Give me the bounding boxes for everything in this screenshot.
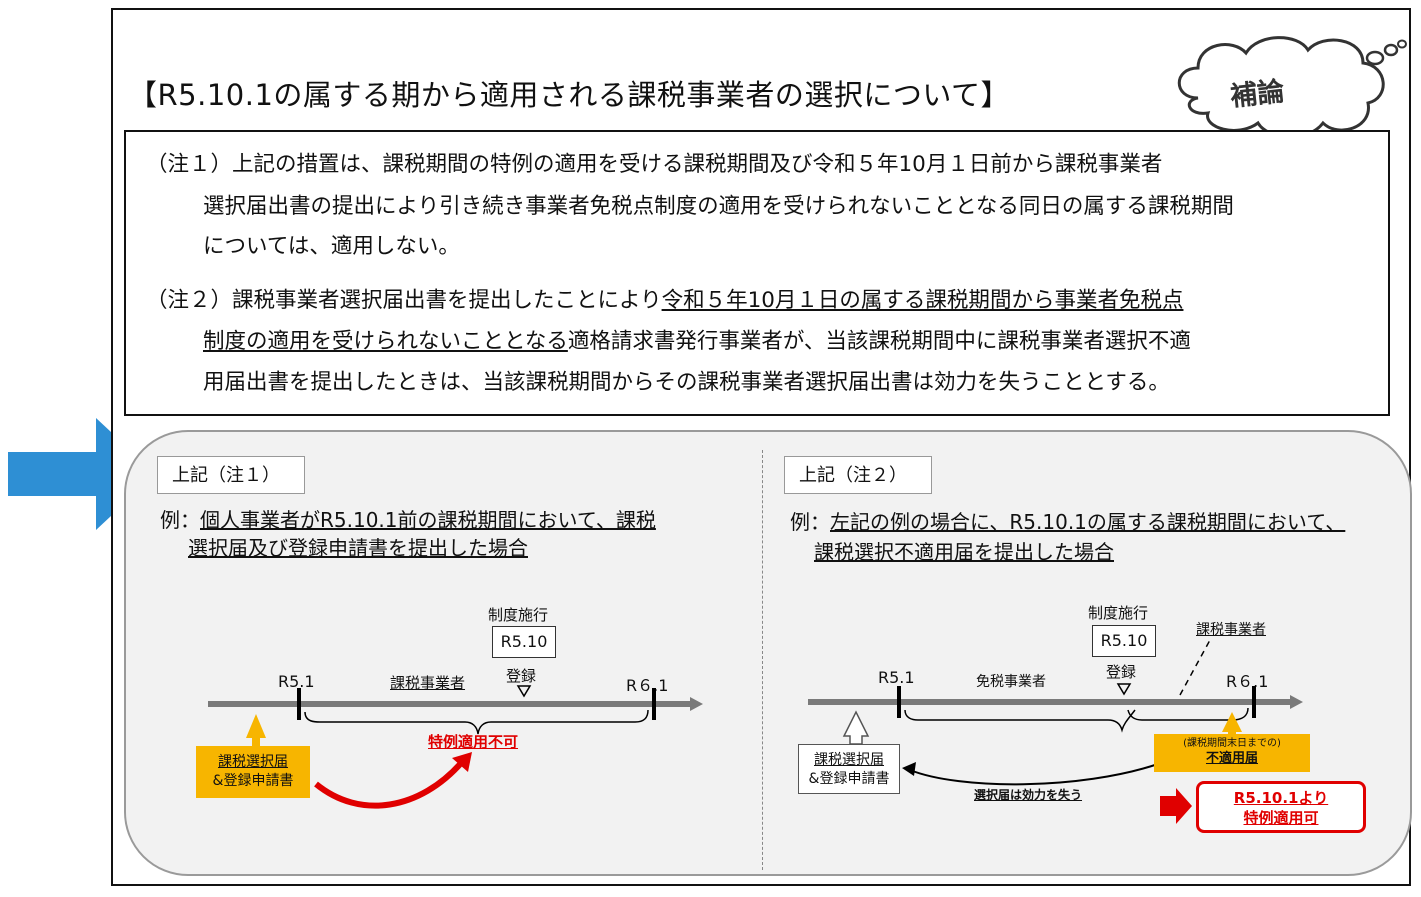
right-notice-box: 課税選択届&登録申請書	[798, 744, 900, 794]
note1-line3: については、適用しない。	[203, 234, 460, 259]
left-register: 登録	[506, 667, 537, 685]
left-system-start: 制度施行	[488, 606, 549, 624]
notes-box	[124, 130, 1390, 416]
right-result-box: R5.10.1より 特例適用可	[1196, 781, 1366, 833]
panel-divider	[762, 450, 763, 870]
right-example-line2: 課税選択不適用届を提出した場合	[814, 540, 1114, 564]
right-example-line1: 例：左記の例の場合に、R5.10.1の属する課税期間において、	[790, 510, 1346, 534]
right-system-start: 制度施行	[1088, 604, 1149, 622]
left-notice-box: 課税選択届&登録申請書	[196, 746, 310, 798]
right-register: 登録	[1106, 663, 1137, 681]
left-tag: 上記（注１）	[157, 456, 305, 494]
note1-line2: 選択届出書の提出により引き続き事業者免税点制度の適用を受けられないこととなる同日…	[203, 194, 1234, 219]
left-example-line2: 選択届及び登録申請書を提出した場合	[188, 536, 528, 560]
right-status-exempt: 免税事業者	[976, 674, 1046, 690]
note1-line1: （注１）上記の措置は、課税期間の特例の適用を受ける課税期間及び令和５年10月１日…	[146, 152, 1163, 177]
right-r51: R5.1	[878, 668, 915, 687]
left-example-line1: 例：個人事業者がR5.10.1前の課税期間において、課税	[160, 508, 656, 532]
note2-line1: （注２）課税事業者選択届出書を提出したことにより令和５年10月１日の属する課税期…	[146, 288, 1184, 313]
left-r61: R６.1	[626, 676, 669, 695]
thought-cloud-icon	[1177, 36, 1407, 139]
note2-line2: 制度の適用を受けられないこととなる適格請求書発行事業者が、当該課税期間中に課税事…	[203, 329, 1191, 354]
left-result: 特例適用不可	[428, 733, 519, 751]
right-nonapplication-box: (課税期間末日までの) 不適用届	[1154, 734, 1310, 772]
left-r510-box: R5.10	[492, 626, 556, 658]
right-r510-box: R5.10	[1092, 625, 1156, 657]
right-status-taxable: 課税事業者	[1196, 622, 1266, 638]
left-r51: R5.1	[278, 672, 315, 691]
right-r61: R６.1	[1226, 672, 1269, 691]
right-tag: 上記（注２）	[784, 456, 932, 494]
right-effect: 選択届は効力を失う	[974, 788, 1083, 802]
page-title: 【R5.10.1の属する期から適用される課税事業者の選択について】	[128, 78, 1011, 112]
note2-line3: 用届出書を提出したときは、当該課税期間からその課税事業者選択届出書は効力を失うこ…	[203, 370, 1170, 395]
left-status: 課税事業者	[390, 674, 466, 692]
